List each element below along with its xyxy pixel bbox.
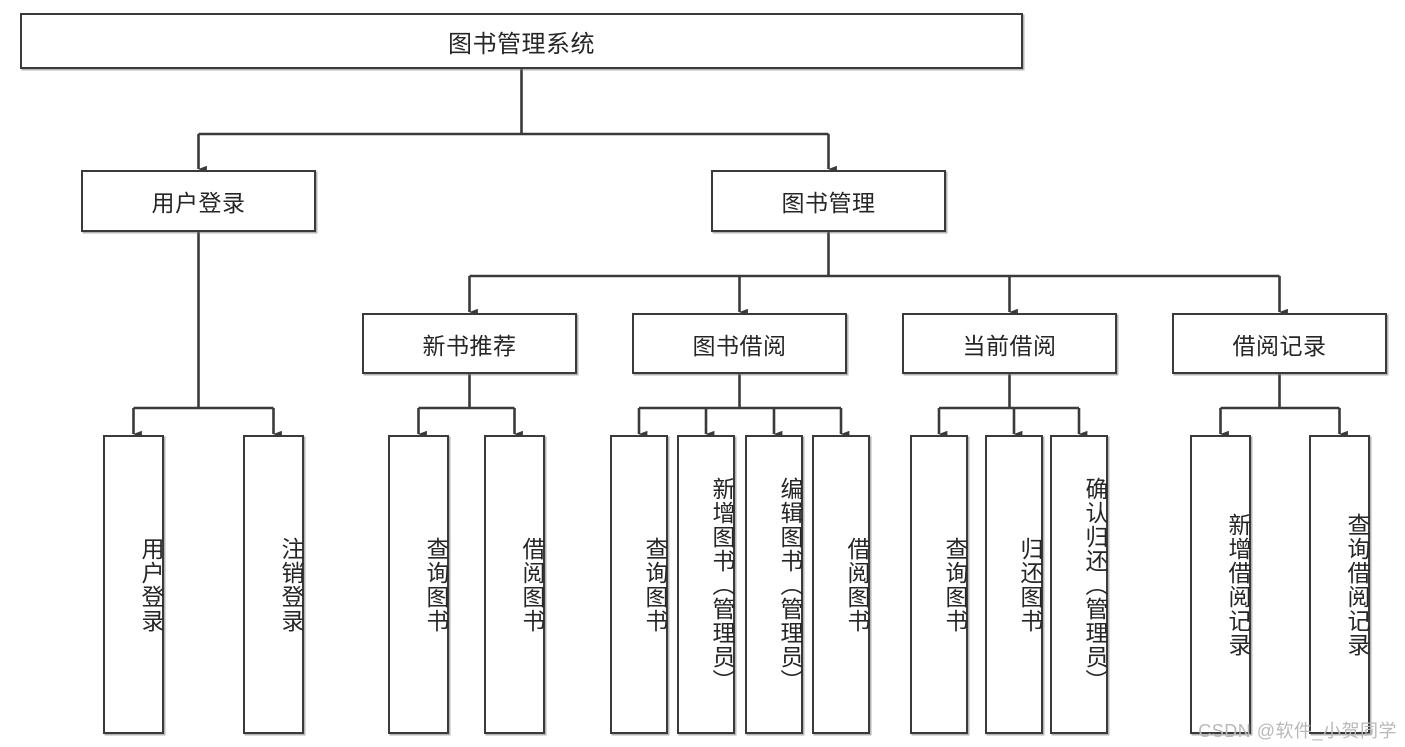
node-book-borrow-label: 图书借阅 <box>692 332 787 359</box>
watermark: CSDN @软件_小贺同学 <box>1198 721 1397 741</box>
node-leaf-borrow-book-rec-label: 借阅图书 <box>519 536 545 633</box>
node-root[interactable]: 图书管理系统 <box>20 13 1023 69</box>
node-leaf-add-borrow-record[interactable]: 新增借阅记录 <box>1190 435 1251 734</box>
node-borrow-record[interactable]: 借阅记录 <box>1172 313 1387 374</box>
node-leaf-query-book-borrow-label: 查询图书 <box>642 536 668 633</box>
node-leaf-confirm-return-admin[interactable]: 确认归还（管理员） <box>1050 435 1108 734</box>
node-leaf-add-book-admin[interactable]: 新增图书（管理员） <box>677 435 735 734</box>
node-leaf-user-login-label: 用户登录 <box>138 536 164 633</box>
node-borrow-record-label: 借阅记录 <box>1232 332 1327 359</box>
node-leaf-query-book-rec[interactable]: 查询图书 <box>388 435 449 734</box>
node-leaf-query-book-borrow[interactable]: 查询图书 <box>610 435 668 734</box>
node-user-login-label: 用户登录 <box>151 190 246 216</box>
node-leaf-return-book-label: 归还图书 <box>1017 536 1043 633</box>
node-leaf-query-book-current[interactable]: 查询图书 <box>910 435 968 734</box>
node-leaf-confirm-return-admin-label: 确认归还（管理员） <box>1082 476 1108 693</box>
node-leaf-query-book-current-label: 查询图书 <box>942 536 968 633</box>
node-book-management-label: 图书管理 <box>781 190 876 216</box>
node-user-login[interactable]: 用户登录 <box>81 170 316 232</box>
node-current-borrow[interactable]: 当前借阅 <box>902 313 1117 374</box>
node-leaf-query-borrow-record-label: 查询借阅记录 <box>1344 512 1370 657</box>
node-book-management[interactable]: 图书管理 <box>711 170 946 232</box>
node-leaf-add-book-admin-label: 新增图书（管理员） <box>709 476 735 693</box>
node-leaf-user-logout-label: 注销登录 <box>278 536 304 633</box>
node-new-book-recommend-label: 新书推荐 <box>422 332 517 359</box>
node-leaf-user-logout[interactable]: 注销登录 <box>243 435 304 734</box>
node-leaf-query-borrow-record[interactable]: 查询借阅记录 <box>1309 435 1370 734</box>
node-leaf-query-book-rec-label: 查询图书 <box>423 536 449 633</box>
node-leaf-edit-book-admin-label: 编辑图书（管理员） <box>777 476 803 693</box>
node-leaf-edit-book-admin[interactable]: 编辑图书（管理员） <box>745 435 803 734</box>
node-new-book-recommend[interactable]: 新书推荐 <box>362 313 577 374</box>
node-leaf-borrow-book[interactable]: 借阅图书 <box>812 435 870 734</box>
node-book-borrow[interactable]: 图书借阅 <box>632 313 847 374</box>
node-leaf-borrow-book-rec[interactable]: 借阅图书 <box>484 435 545 734</box>
node-root-label: 图书管理系统 <box>448 30 595 58</box>
node-leaf-return-book[interactable]: 归还图书 <box>985 435 1043 734</box>
node-leaf-add-borrow-record-label: 新增借阅记录 <box>1225 512 1251 657</box>
node-leaf-borrow-book-label: 借阅图书 <box>844 536 870 633</box>
node-leaf-user-login[interactable]: 用户登录 <box>103 435 164 734</box>
node-current-borrow-label: 当前借阅 <box>962 332 1057 359</box>
